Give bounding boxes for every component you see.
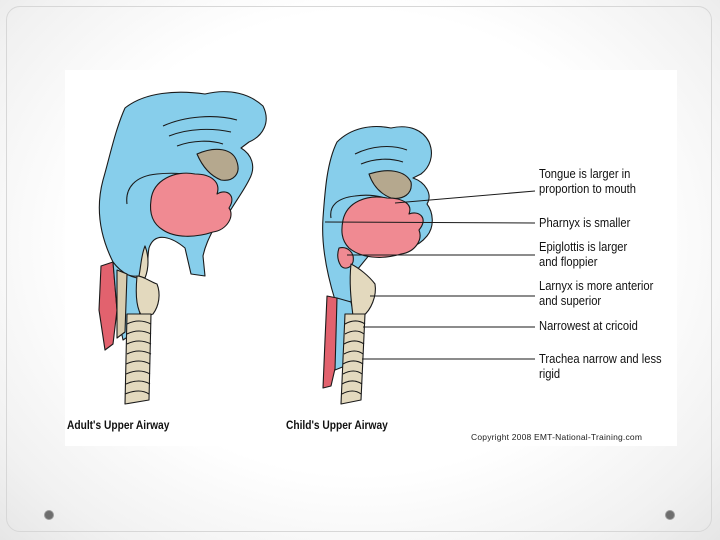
label-line: Tongue is larger in	[539, 166, 631, 181]
child-trachea-rings	[341, 320, 366, 395]
label-line: Larnyx is more anterior	[539, 278, 654, 293]
label-line: Epiglottis is larger	[539, 239, 628, 254]
label-cricoid: Narrowest at cricoid	[539, 318, 638, 333]
adult-turbinate-line	[168, 128, 232, 137]
leader-lines	[324, 190, 536, 360]
copyright-notice: Copyright 2008 EMT-National-Training.com	[471, 432, 643, 442]
label-line: and superior	[539, 293, 602, 308]
label-pharynx: Pharnyx is smaller	[539, 215, 630, 230]
leader-line-tongue	[394, 190, 536, 204]
label-line: proportion to mouth	[539, 181, 636, 196]
label-larynx: Larnyx is more anterior and superior	[539, 278, 653, 308]
child-turbinate-line	[354, 145, 408, 155]
child-muscle-strip	[322, 295, 338, 389]
label-tongue: Tongue is larger in proportion to mouth	[539, 166, 636, 196]
adult-airway-caption: Adult's Upper Airway	[67, 418, 170, 432]
child-epiglottis	[337, 247, 354, 269]
label-line: Trachea narrow and less	[539, 351, 662, 366]
adult-tongue	[149, 172, 233, 237]
child-tongue	[341, 196, 424, 258]
adult-airway	[98, 91, 267, 405]
slide-bullet-dot	[665, 510, 675, 520]
adult-pharyngeal-wall	[116, 269, 128, 339]
child-airway	[322, 125, 433, 405]
adult-larynx	[135, 275, 160, 319]
child-larynx	[349, 263, 376, 317]
adult-palate-tissue	[196, 148, 239, 181]
label-line: rigid	[539, 366, 561, 381]
adult-turbinate-line	[162, 116, 238, 127]
label-line: and floppier	[539, 254, 598, 269]
label-trachea: Trachea narrow and less rigid	[539, 351, 662, 381]
airway-diagram-figure: Adult's Upper Airway Child's Upper Airwa…	[65, 70, 677, 446]
child-turbinate-line	[360, 158, 404, 165]
slide-frame	[6, 6, 712, 532]
label-line: Narrowest at cricoid	[539, 318, 638, 333]
child-airway-caption: Child's Upper Airway	[286, 418, 388, 432]
adult-trachea-rings	[124, 320, 152, 395]
adult-turbinate-line	[176, 140, 224, 147]
leader-line-pharynx	[324, 221, 536, 224]
airway-diagram	[98, 91, 536, 405]
label-line: Pharnyx is smaller	[539, 215, 631, 230]
slide-bullet-dot	[44, 510, 54, 520]
child-palate-tissue	[368, 170, 412, 199]
label-epiglottis: Epiglottis is larger and floppier	[539, 239, 627, 269]
